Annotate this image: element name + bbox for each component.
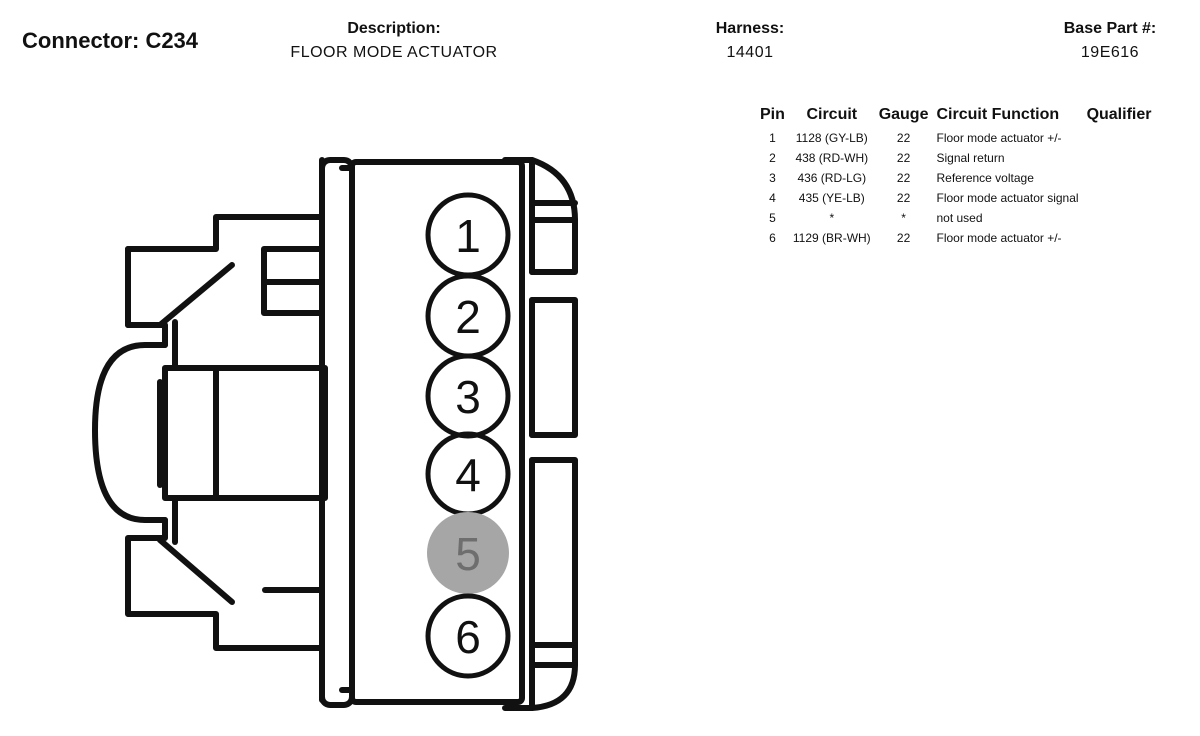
header-circuit-function: Circuit Function (936, 106, 1060, 123)
row-function: Floor mode actuator signal (936, 191, 1079, 205)
pin-1: 1 (425, 192, 511, 278)
pin-2-label: 2 (455, 291, 481, 343)
header-gauge: Gauge (878, 106, 929, 123)
row-pin: 3 (769, 171, 776, 185)
connector-title: Connector: C234 (22, 28, 199, 53)
pin-5-label: 5 (455, 528, 481, 580)
table-row: 1 1128 (GY-LB) 22 Floor mode actuator +/… (756, 128, 1155, 148)
base-part-label: Base Part #: (1063, 20, 1157, 37)
row-pin: 1 (769, 131, 776, 145)
description-label: Description: (347, 20, 441, 37)
row-pin: 6 (769, 231, 776, 245)
row-circuit: 438 (RD-WH) (795, 151, 869, 165)
row-function: Reference voltage (936, 171, 1034, 185)
header-qualifier: Qualifier (1086, 106, 1152, 123)
row-function: not used (936, 211, 983, 225)
header-circuit: Circuit (806, 106, 858, 123)
row-function: Signal return (936, 151, 1005, 165)
row-gauge: 22 (896, 131, 911, 145)
pin-5: 5 (427, 512, 509, 594)
pin-4: 4 (425, 431, 511, 517)
base-part-block: Base Part #: 19E616 (1030, 20, 1190, 62)
pin-2: 2 (425, 273, 511, 359)
connector-latch-housing (92, 157, 328, 703)
row-circuit: 435 (YE-LB) (798, 191, 865, 205)
pin-5-circle-unused (427, 512, 509, 594)
pin-3: 3 (425, 353, 511, 439)
row-gauge: 22 (896, 231, 911, 245)
row-circuit: 1129 (BR-WH) (792, 231, 871, 245)
description-block: Description: FLOOR MODE ACTUATOR (244, 20, 544, 62)
description-value: FLOOR MODE ACTUATOR (290, 44, 498, 61)
row-gauge: * (901, 211, 906, 225)
row-gauge: 22 (896, 151, 911, 165)
row-circuit: 436 (RD-LG) (797, 171, 867, 185)
connector-terminal-side (502, 157, 578, 711)
pin-table: Pin Circuit Gauge Circuit Function Quali… (756, 106, 1155, 248)
harness-block: Harness: 14401 (690, 20, 810, 62)
pin-6-circle (425, 593, 511, 679)
table-row: 3 436 (RD-LG) 22 Reference voltage (756, 168, 1155, 188)
row-gauge: 22 (896, 171, 911, 185)
row-gauge: 22 (896, 191, 911, 205)
pin-6-label: 6 (455, 611, 481, 663)
header-pin: Pin (760, 106, 785, 123)
row-function: Floor mode actuator +/- (936, 231, 1062, 245)
table-row: 2 438 (RD-WH) 22 Signal return (756, 148, 1155, 168)
row-function: Floor mode actuator +/- (936, 131, 1062, 145)
row-pin: 2 (769, 151, 776, 165)
row-circuit: * (829, 211, 835, 225)
harness-label: Harness: (715, 20, 785, 37)
pin-3-label: 3 (455, 371, 481, 423)
row-circuit: 1128 (GY-LB) (795, 131, 868, 145)
pin-1-label: 1 (455, 210, 481, 262)
base-part-value: 19E616 (1080, 44, 1140, 61)
table-row: 6 1129 (BR-WH) 22 Floor mode actuator +/… (756, 228, 1155, 248)
pin-4-label: 4 (455, 449, 481, 501)
table-row: 5 * * not used (756, 208, 1155, 228)
pin-table-header-row: Pin Circuit Gauge Circuit Function Quali… (756, 106, 1155, 128)
harness-value: 14401 (726, 44, 774, 61)
table-row: 4 435 (YE-LB) 22 Floor mode actuator sig… (756, 188, 1155, 208)
pin-6: 6 (425, 593, 511, 679)
row-pin: 5 (769, 211, 776, 225)
connector-body (319, 157, 525, 708)
row-pin: 4 (769, 191, 776, 205)
